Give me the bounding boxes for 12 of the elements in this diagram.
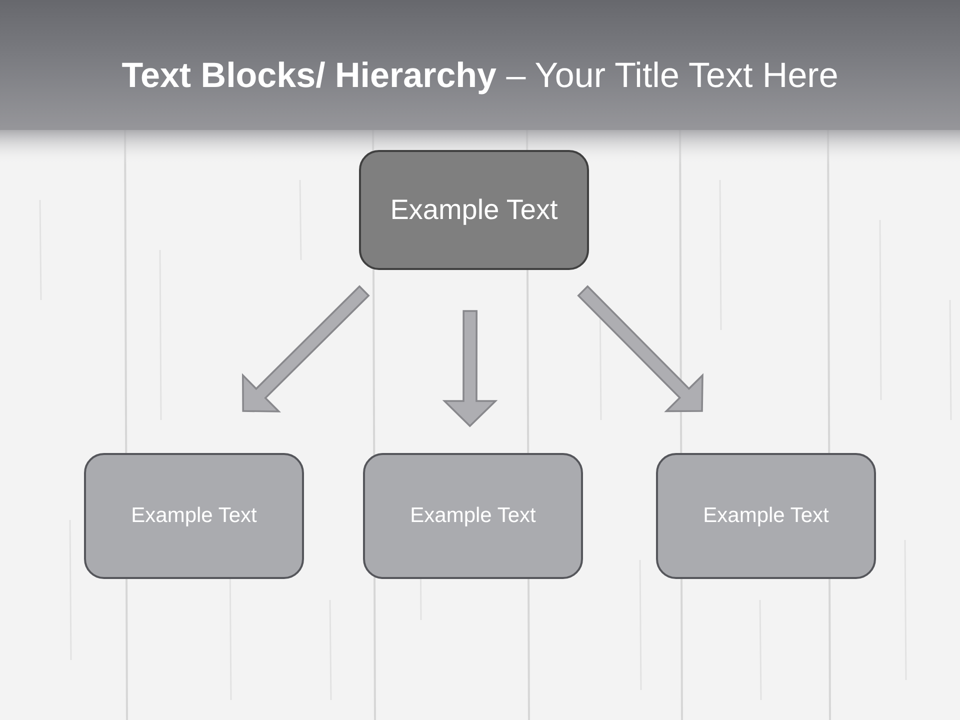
block-arrow	[242, 285, 370, 412]
rounded-box	[359, 150, 589, 270]
box-label: Example Text	[130, 503, 258, 529]
block-arrow	[442, 310, 498, 428]
rounded-box	[363, 453, 583, 579]
box-label: Example Text	[409, 503, 537, 529]
box-label: Example Text	[702, 503, 830, 529]
rounded-box	[656, 453, 876, 579]
box-label: Example Text	[389, 193, 559, 227]
title: Text Blocks/ Hierarchy – Your Title Text Here	[122, 56, 838, 96]
rounded-box	[84, 453, 304, 579]
block-arrow	[577, 285, 704, 412]
